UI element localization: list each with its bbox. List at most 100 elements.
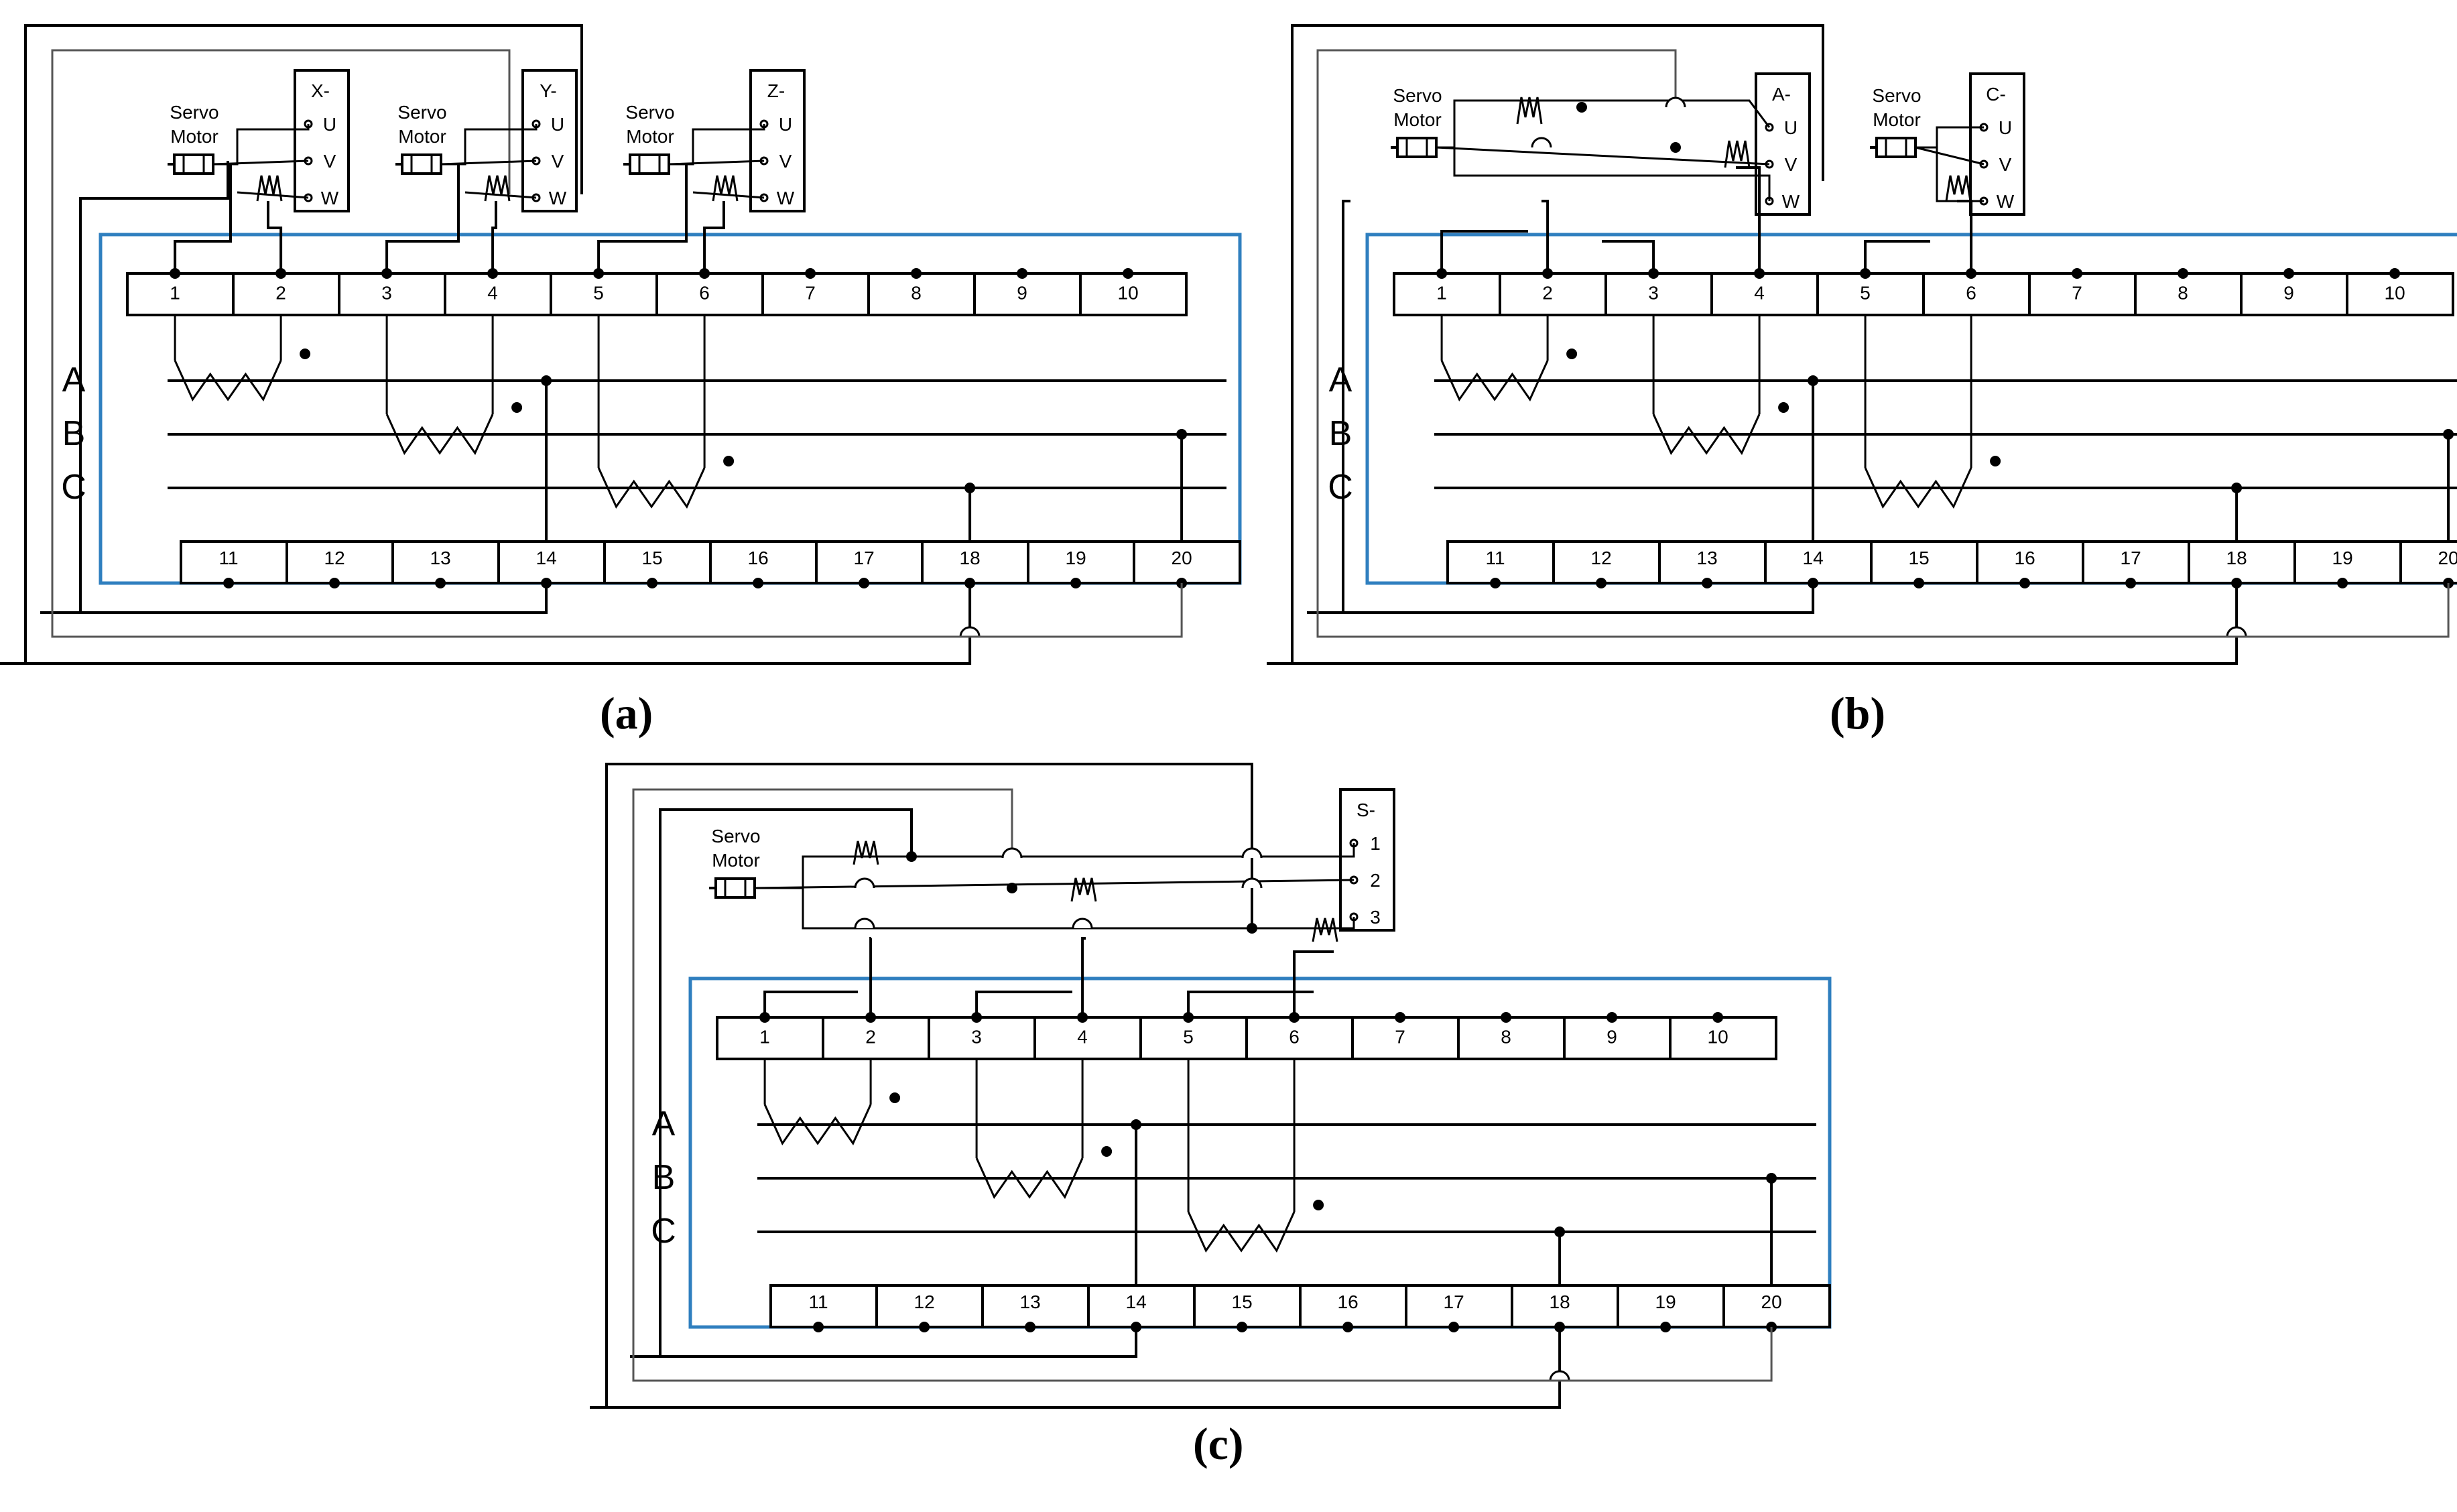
- phase-label-A: A: [62, 361, 86, 399]
- terminal-cell: [2134, 272, 2243, 316]
- driver-pin-W: W: [321, 188, 339, 208]
- motor-lead: [237, 191, 309, 199]
- terminal-cell: [1457, 1016, 1566, 1060]
- terminal-cell: [921, 540, 1029, 584]
- drop-wire: [1957, 200, 1973, 273]
- motor-lead: [1915, 126, 1984, 149]
- terminal-dot: [329, 578, 340, 588]
- motor-label-line2: Motor: [398, 126, 446, 147]
- servo-motor-icon: [395, 153, 442, 175]
- servo-motor-icon: [709, 877, 756, 899]
- terminal-dot: [1712, 1012, 1724, 1023]
- coil-winding: [1187, 1211, 1296, 1253]
- motor-body: [714, 877, 756, 899]
- terminal-cell: [716, 1016, 824, 1060]
- terminal-label-2: 2: [865, 1026, 876, 1047]
- terminal-cell: [1499, 272, 1607, 316]
- drop-wire: [975, 991, 1072, 1017]
- driver-pin-1: 1: [1370, 833, 1381, 854]
- outer-wire: [24, 24, 970, 665]
- driver-pin-V: V: [552, 151, 564, 172]
- polarity-dot: [723, 456, 735, 466]
- driver-pin-U: U: [323, 114, 336, 135]
- phase-label-B: B: [1329, 414, 1352, 453]
- coil-winding: [1652, 414, 1761, 456]
- driver-pin-U: U: [1999, 117, 2012, 138]
- drop-wire: [385, 164, 460, 273]
- drop-wire: [1541, 200, 1550, 273]
- motor-label-line1: Servo: [1872, 85, 1921, 106]
- servo-motor-icon: [168, 153, 214, 175]
- terminal-dot: [1123, 268, 1134, 279]
- terminal-label-6: 6: [1966, 282, 1976, 303]
- return-wire-14: [40, 583, 548, 614]
- lead-coil: [1724, 140, 1751, 168]
- terminal-cell: [1087, 1284, 1196, 1328]
- terminal-label-20: 20: [1172, 548, 1192, 568]
- drop-wire: [703, 201, 725, 273]
- terminal-label-16: 16: [2015, 548, 2035, 568]
- polarity-dot: [889, 1092, 901, 1103]
- terminal-cell: [444, 272, 552, 316]
- coil-winding: [385, 414, 494, 456]
- terminal-cell: [1393, 272, 1501, 316]
- phase-label-A: A: [652, 1105, 676, 1143]
- motor-lead: [692, 191, 765, 199]
- terminal-cell: [2240, 272, 2348, 316]
- motor-label-line1: Servo: [1393, 85, 1442, 106]
- terminal-label-20: 20: [2438, 548, 2457, 568]
- terminal-label-18: 18: [2226, 548, 2247, 568]
- servo-motor-icon: [1391, 137, 1438, 158]
- terminal-label-4: 4: [1754, 282, 1765, 303]
- motor-label-line2: Motor: [626, 126, 674, 147]
- terminal-dot: [919, 1322, 930, 1332]
- terminal-label-15: 15: [642, 548, 663, 568]
- driver-pin-V: V: [1785, 154, 1798, 175]
- driver-box-S-: [1339, 788, 1395, 932]
- terminal-label-9: 9: [2283, 282, 2294, 303]
- terminal-label-12: 12: [324, 548, 345, 568]
- terminal-label-5: 5: [593, 282, 604, 303]
- terminal-dot: [753, 578, 764, 588]
- terminal-cell: [1193, 1284, 1302, 1328]
- terminal-cell: [1245, 1016, 1354, 1060]
- bus-taps: [1131, 1119, 1777, 1285]
- phase-label-C: C: [651, 1212, 676, 1251]
- terminal-label-2: 2: [275, 282, 286, 303]
- polarity-dot: [300, 349, 311, 359]
- terminal-cell: [1033, 1016, 1142, 1060]
- driver-pin-2: 2: [1370, 870, 1381, 891]
- crossover-hop: [1241, 847, 1263, 859]
- caption-c: (c): [1193, 1418, 1244, 1469]
- terminal-label-7: 7: [805, 282, 816, 303]
- motor-lead: [754, 879, 1354, 889]
- phase-label-B: B: [652, 1158, 676, 1197]
- crossover-hop: [959, 626, 981, 637]
- phase-lines: ABC: [61, 361, 1226, 507]
- return-wire-20: [979, 583, 1183, 638]
- terminal-dot: [859, 578, 870, 588]
- lead-coil: [853, 840, 879, 865]
- driver-pin-W: W: [777, 188, 795, 208]
- driver-box-C-: [1969, 72, 2025, 216]
- coils: [174, 315, 735, 509]
- junction-dot: [1808, 375, 1819, 386]
- driver-pin-V: V: [1999, 154, 2012, 175]
- motor-lead: [464, 191, 537, 199]
- drop-wire: [1602, 240, 1655, 273]
- return-wires: [1267, 583, 2450, 665]
- driver-box-Y-: [521, 69, 578, 212]
- motor-label-line2: Motor: [712, 850, 760, 871]
- motor-label-line2: Motor: [1873, 109, 1921, 130]
- terminal-label-17: 17: [854, 548, 875, 568]
- junction-dot: [1554, 1226, 1566, 1237]
- terminal-label-18: 18: [960, 548, 981, 568]
- terminal-label-4: 4: [487, 282, 498, 303]
- caption-a: (a): [600, 688, 653, 739]
- terminal-cell: [126, 272, 235, 316]
- terminal-label-12: 12: [1591, 548, 1612, 568]
